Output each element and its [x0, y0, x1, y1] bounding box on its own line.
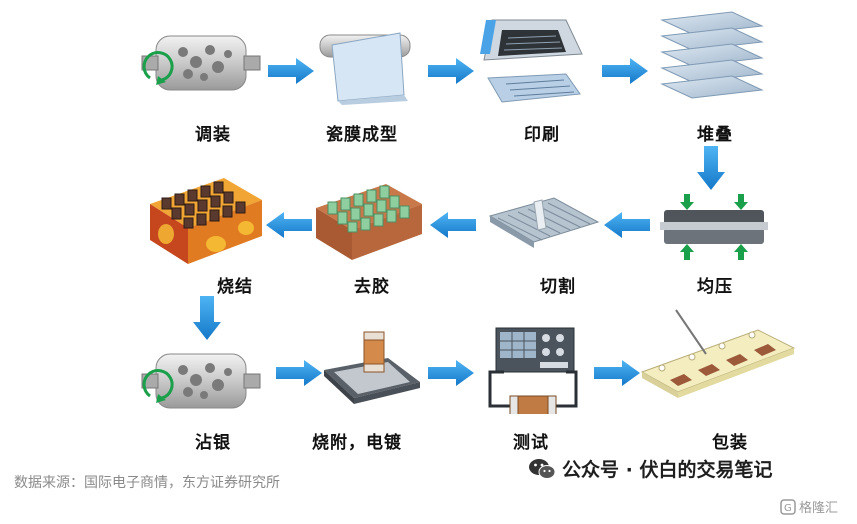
- drum-icon: [141, 35, 261, 91]
- arrow-right-icon: [428, 58, 474, 84]
- step-printing: [474, 12, 586, 110]
- drum-icon: [141, 353, 261, 409]
- tester-icon: [488, 327, 578, 417]
- terminal-icon: [324, 331, 420, 404]
- watermark-text: 公众号 · 伏白的交易笔记: [562, 459, 773, 481]
- step-label-silver-dipping: 沾银: [195, 433, 231, 453]
- cutting-icon: [488, 197, 600, 248]
- debinding-icon: [316, 184, 422, 260]
- step-sintering: [146, 174, 264, 268]
- step-label-testing: 测试: [513, 433, 549, 453]
- step-label-mixing: 调装: [195, 125, 231, 145]
- step-firing-plating: [318, 326, 422, 406]
- svg-text:G: G: [784, 503, 792, 514]
- step-label-printing: 印刷: [524, 125, 560, 145]
- step-packaging: [640, 308, 796, 416]
- printing-icon: [480, 19, 583, 103]
- logo-icon: G: [780, 498, 796, 515]
- sintering-icon: [150, 178, 262, 264]
- watermark-logo: G 格隆汇: [780, 497, 838, 516]
- arrow-right-icon: [602, 58, 648, 84]
- film-roll-icon: [319, 32, 411, 105]
- stack-icon: [660, 11, 764, 99]
- watermark-logo-text: 格隆汇: [799, 501, 839, 516]
- step-label-stacking: 堆叠: [697, 125, 733, 145]
- step-tape-casting: [312, 15, 417, 105]
- arrow-down-icon: [697, 146, 725, 190]
- arrow-left-icon: [266, 212, 312, 238]
- source-note: 数据来源：国际电子商情，东方证券研究所: [14, 475, 280, 491]
- step-cutting: [484, 192, 602, 262]
- arrow-right-icon: [276, 360, 322, 386]
- step-label-isostatic-pressing: 均压: [697, 277, 733, 297]
- step-isostatic-pressing: [658, 192, 770, 260]
- arrow-right-icon: [594, 360, 640, 386]
- step-label-firing-plating: 烧附，电镀: [312, 433, 402, 453]
- step-mixing: [138, 22, 268, 102]
- step-stacking: [652, 8, 770, 108]
- step-label-debinding: 去胶: [354, 277, 390, 297]
- arrow-down-icon: [193, 296, 221, 340]
- step-silver-dipping: [138, 340, 268, 420]
- step-label-tape-casting: 瓷膜成型: [326, 125, 398, 145]
- press-icon: [660, 194, 768, 260]
- watermark: 公众号 · 伏白的交易笔记: [528, 455, 772, 482]
- step-testing: [476, 326, 584, 417]
- arrow-right-icon: [268, 58, 314, 84]
- step-label-cutting: 切割: [540, 277, 576, 297]
- wechat-icon: [529, 458, 556, 479]
- step-debinding: [312, 178, 424, 264]
- step-label-packaging: 包装: [712, 433, 748, 453]
- arrow-left-icon: [604, 212, 650, 238]
- step-label-sintering: 烧结: [217, 277, 253, 297]
- tape-icon: [640, 309, 796, 398]
- arrow-right-icon: [428, 360, 474, 386]
- arrow-left-icon: [430, 212, 476, 238]
